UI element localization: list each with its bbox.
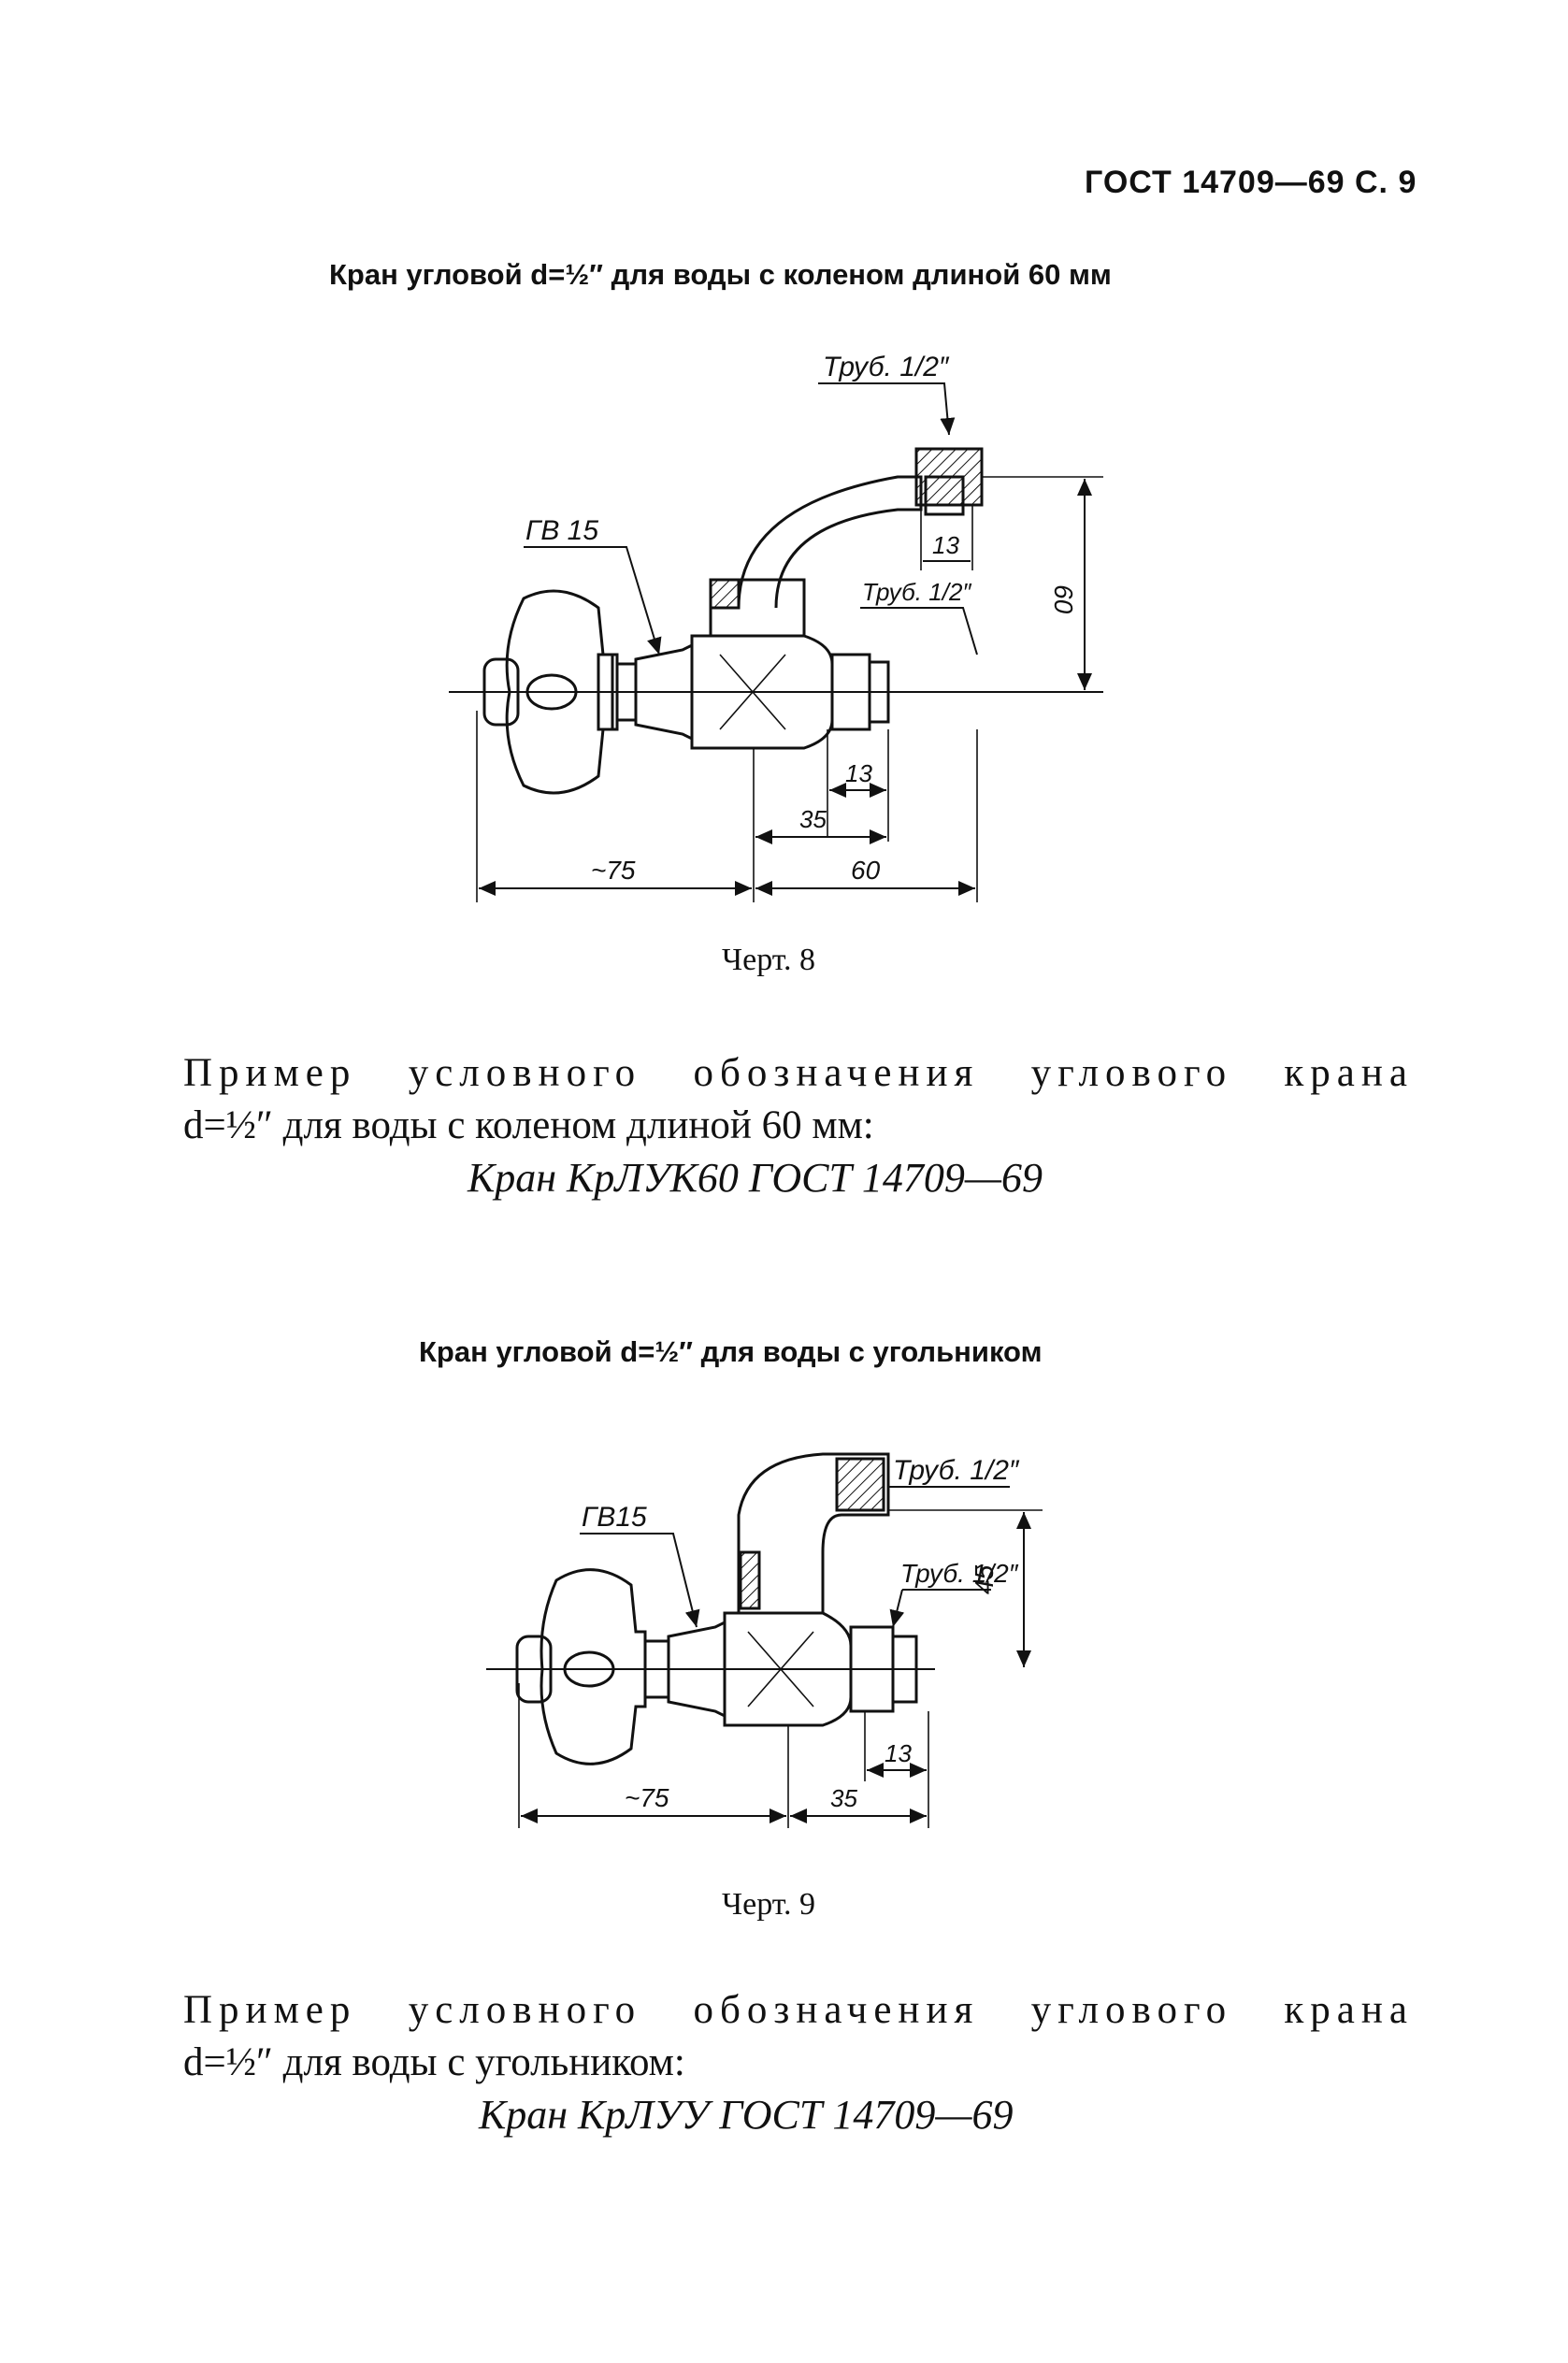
figure-8-title: Кран угловой d=½″ для воды с коленом дли… [329, 258, 1112, 291]
example-line-2: d=½″ для воды с коленом длиной 60 мм: [183, 1102, 874, 1147]
dim-35: 35 [830, 1784, 857, 1812]
example-line-2: d=½″ для воды с угольником: [183, 2039, 685, 2084]
figure-8-example: Пример условного обозначения углового кр… [183, 1047, 1414, 1152]
label-trub-top: Труб. 1/2″ [823, 352, 950, 382]
dim-75: ~75 [625, 1783, 669, 1812]
dim-13: 13 [885, 1739, 912, 1767]
label-trub-side: Труб. 1/2″ [862, 578, 971, 606]
figure-9-title: Кран угловой d=½″ для воды с угольником [419, 1335, 1043, 1368]
dim-45-vertical: 45 [970, 1564, 999, 1594]
example-line-1: Пример условного обозначения углового кр… [183, 1988, 1414, 2032]
dim-13-top: 13 [932, 531, 959, 559]
example-line-1: Пример условного обозначения углового кр… [183, 1051, 1414, 1095]
label-gv15: ГВ15 [582, 1502, 647, 1533]
page-header: ГОСТ 14709—69 С. 9 [1085, 165, 1417, 200]
dim-60: 60 [851, 856, 881, 885]
label-trub-top: Труб. 1/2″ [893, 1455, 1020, 1486]
dim-13: 13 [845, 759, 872, 787]
figure-9-example: Пример условного обозначения углового кр… [183, 1984, 1414, 2089]
dim-75: ~75 [591, 856, 636, 885]
label-gv15: ГВ 15 [525, 515, 598, 546]
figure-9-designation: Кран КрЛУУ ГОСТ 14709—69 [479, 2092, 1014, 2138]
dim-35: 35 [799, 805, 827, 833]
figure-9-caption: Черт. 9 [722, 1887, 816, 1922]
dim-60-vertical: 60 [1049, 584, 1078, 614]
figure-8-designation: Кран КрЛУК60 ГОСТ 14709—69 [468, 1155, 1043, 1201]
figure-8-caption: Черт. 8 [722, 943, 816, 977]
label-trub-side: Труб. 1/2″ [900, 1559, 1019, 1588]
